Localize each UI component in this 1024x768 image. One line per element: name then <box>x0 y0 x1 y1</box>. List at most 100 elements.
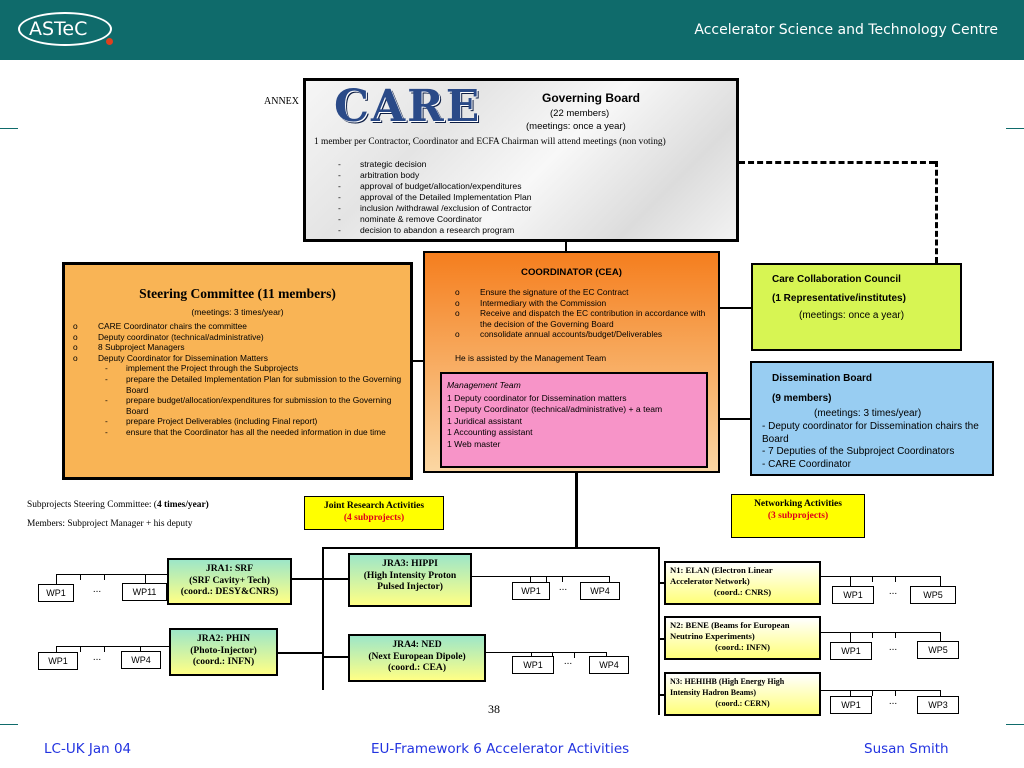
wp-tree-n3 <box>820 690 941 691</box>
connector-coord-council <box>720 307 751 309</box>
wp-tree-n1 <box>820 576 941 577</box>
dissemination-meetings: (meetings: 3 times/year) <box>814 408 922 419</box>
wp-ellipsis: ... <box>92 584 102 595</box>
wp-tree-jra2-tick <box>104 646 105 652</box>
dissemination-members: (9 members) <box>772 393 832 404</box>
networking-label-sub: (3 subprojects) <box>767 511 829 521</box>
dashed-link-horizontal <box>739 161 935 164</box>
wp-tree-n3-tick <box>850 690 851 696</box>
wp-tree-jra4-tick <box>574 652 575 658</box>
left-rule-top <box>0 128 18 129</box>
jra1-box: JRA1: SRF (SRF Cavity+ Tech) (coord.: DE… <box>167 558 292 605</box>
steering-committee-box: Steering Committee (11 members) (meeting… <box>62 262 413 480</box>
collaboration-council-box: Care Collaboration Council (1 Representa… <box>751 263 962 351</box>
wp-tree-jra1 <box>56 574 167 575</box>
dissemination-lines: - Deputy coordinator for Dissemination c… <box>762 421 990 471</box>
wp-tree-jra3-tick <box>609 576 610 582</box>
dissemination-line: - CARE Coordinator <box>762 458 851 470</box>
n3-box: N3: HEHIHB (High Energy High Intensity H… <box>664 672 821 716</box>
wp-tree-n1-tick <box>940 576 941 586</box>
sub-list-item: -prepare Project Deliverables (including… <box>105 416 318 427</box>
subprojects-committee-text: Subprojects Steering Committee: (4 times… <box>27 500 209 510</box>
duty-item: approval of the Detailed Implementation … <box>338 192 532 203</box>
logo-dot <box>106 38 113 45</box>
wp-tree-n1-tick <box>872 576 873 582</box>
wp-ellipsis: ... <box>888 696 898 707</box>
connector-jra4 <box>323 656 348 658</box>
footer-right: Susan Smith <box>864 741 949 757</box>
coordinator-assisted: He is assisted by the Management Team <box>455 353 607 363</box>
connector-jra3 <box>323 578 348 580</box>
wp-box: WP4 <box>580 582 620 600</box>
sub-list-item: -implement the Project through the Subpr… <box>105 363 299 374</box>
wp-tree-n3-tick <box>940 690 941 696</box>
jra-line: (coord.: INFN) <box>192 656 255 667</box>
jra2-box: JRA2: PHIN (Photo-Injector) (coord.: INF… <box>169 628 278 676</box>
connector-coord-dissem <box>720 418 750 420</box>
dissemination-line: - Deputy coordinator for Dissemination c… <box>762 421 979 445</box>
connector-n3 <box>658 694 665 696</box>
wp-tree-jra2-tick <box>80 646 81 652</box>
network-line: N1: ELAN (Electron Linear <box>670 565 773 575</box>
connector-coord-trunk <box>575 472 578 549</box>
connector-subproject-bar <box>322 547 660 549</box>
astec-logo: ASTeC <box>18 12 112 46</box>
wp-box: WP1 <box>830 642 872 660</box>
governing-board-title: Governing Board <box>542 91 641 105</box>
wp-tree-jra4-tick <box>606 652 607 658</box>
wp-box: WP5 <box>910 586 956 604</box>
page-number: 38 <box>488 702 500 716</box>
duty-item: arbitration body <box>338 170 532 181</box>
footer-center: EU-Framework 6 Accelerator Activities <box>371 741 630 757</box>
wp-tree-jra3-tick <box>546 576 547 582</box>
wp-box: WP1 <box>512 582 550 600</box>
management-line: 1 Web master <box>447 438 501 449</box>
wp-box: WP5 <box>917 641 959 659</box>
wp-tree-n3-tick <box>895 690 896 696</box>
duty-item: approval of budget/allocation/expenditur… <box>338 181 532 192</box>
wp-ellipsis: ... <box>558 582 568 593</box>
wp-tree-jra1-tick <box>80 574 81 580</box>
wp-tree-n1-tick <box>850 576 851 586</box>
management-line: 1 Deputy coordinator for Dissemination m… <box>447 392 627 403</box>
management-team-box: Management Team 1 Deputy coordinator for… <box>440 372 708 468</box>
network-coord: (coord.: INFN) <box>715 642 770 652</box>
wp-tree-jra3 <box>472 576 610 577</box>
connector-steer-coord <box>413 360 424 362</box>
connector-gov-coord <box>565 242 567 252</box>
annex-text: ANNEX <box>264 96 299 107</box>
networking-label-title: Networking Activities <box>754 499 842 509</box>
header-band <box>0 0 1024 60</box>
wp-box: WP4 <box>589 656 629 674</box>
jra4-box: JRA4: NED (Next European Dipole) (coord.… <box>348 634 486 682</box>
jra-label-title: Joint Research Activities <box>323 501 425 511</box>
duty-item: nominate & remove Coordinator <box>338 214 532 225</box>
wp-box: WP3 <box>917 696 959 714</box>
wp-ellipsis: ... <box>563 656 573 667</box>
jra-line: (SRF Cavity+ Tech) <box>189 574 270 586</box>
sub-list-item: -ensure that the Coordinator has all the… <box>105 426 386 437</box>
n1-box: N1: ELAN (Electron Linear Accelerator Ne… <box>664 561 821 605</box>
connector-jra2 <box>278 652 323 654</box>
right-rule-bottom <box>1006 724 1024 725</box>
wp-box: WP4 <box>121 651 161 669</box>
dashed-link-vertical <box>935 161 938 263</box>
jra-line: (Next European Dipole) <box>368 650 466 662</box>
network-coord: (coord.: CERN) <box>715 699 770 708</box>
wp-box: WP1 <box>832 586 874 604</box>
dissemination-title: Dissemination Board <box>772 373 873 384</box>
wp-tree-n1-tick <box>895 576 896 582</box>
organization-name: Accelerator Science and Technology Centr… <box>694 22 998 38</box>
sub-list-item: -prepare budget/allocation/expenditures … <box>105 395 392 416</box>
jra-line: JRA1: SRF <box>205 563 254 574</box>
management-line: 1 Accounting assistant <box>447 427 533 437</box>
steering-committee-title: Steering Committee (11 members) <box>139 286 336 301</box>
n2-box: N2: BENE (Beams for European Neutrino Ex… <box>664 616 821 660</box>
